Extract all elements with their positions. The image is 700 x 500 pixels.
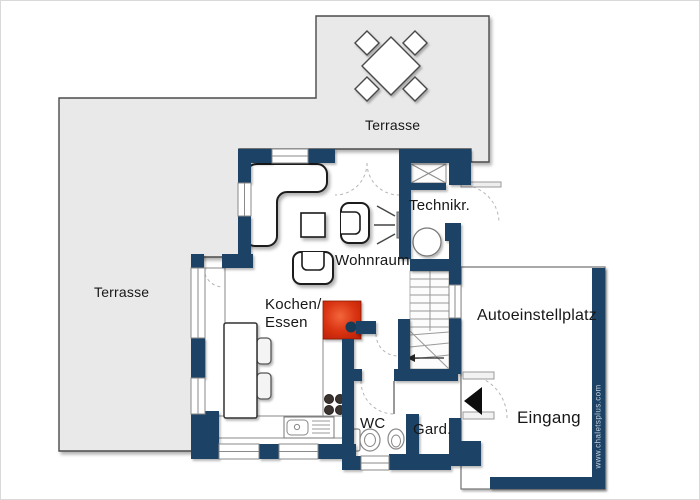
stairs-icon bbox=[407, 270, 450, 370]
website-watermark: www.chaletsplus.com bbox=[593, 384, 603, 469]
wall bbox=[238, 216, 251, 257]
wall bbox=[399, 163, 411, 259]
wc-door-arc bbox=[360, 380, 395, 415]
coffee-table-icon bbox=[300, 212, 326, 238]
wall bbox=[449, 318, 461, 374]
wall bbox=[411, 183, 446, 190]
wall bbox=[399, 149, 471, 163]
armchair-icon bbox=[340, 202, 370, 244]
patio-chair-icon bbox=[401, 75, 429, 103]
entry-door bbox=[462, 371, 495, 420]
wall bbox=[406, 414, 419, 458]
living-room-label: Wohnraum bbox=[335, 252, 410, 269]
wall bbox=[191, 338, 205, 378]
entry-door-leaf-icon bbox=[464, 387, 482, 415]
terrace-door-arc bbox=[366, 162, 400, 196]
dining-chair-icon bbox=[256, 337, 272, 365]
patio-chair-icon bbox=[401, 29, 429, 57]
dining-table-icon bbox=[223, 322, 258, 419]
wall bbox=[191, 411, 219, 459]
wall bbox=[398, 319, 410, 381]
wall bbox=[449, 163, 471, 185]
window bbox=[278, 443, 319, 460]
wall bbox=[342, 456, 361, 470]
hall-door-arc bbox=[375, 333, 399, 357]
wall bbox=[449, 418, 461, 446]
window bbox=[190, 377, 206, 415]
dining-chair-icon bbox=[256, 372, 272, 400]
wall bbox=[356, 321, 376, 334]
wardrobe-label: Gard. bbox=[413, 421, 452, 438]
carport-wall-right bbox=[592, 268, 605, 488]
hvac-unit-icon bbox=[410, 163, 447, 184]
wall bbox=[410, 259, 458, 271]
washbasin-icon bbox=[387, 428, 405, 450]
wall bbox=[308, 149, 335, 163]
wall bbox=[342, 369, 362, 381]
wc-label: WC bbox=[360, 415, 386, 432]
wall bbox=[449, 441, 481, 466]
wall bbox=[445, 223, 461, 241]
stove-icon bbox=[322, 300, 362, 340]
flue-icon bbox=[345, 321, 357, 333]
boiler-icon bbox=[412, 227, 442, 257]
wall bbox=[342, 339, 354, 456]
window bbox=[448, 284, 462, 319]
sink-icon bbox=[283, 416, 335, 439]
window bbox=[360, 455, 390, 471]
kitchen-label-line1: Kochen/ bbox=[265, 296, 322, 313]
kitchen-label-line2: Essen bbox=[265, 314, 308, 331]
entrance-label: Eingang bbox=[517, 408, 581, 427]
carport-label: Autoeinstellplatz bbox=[477, 307, 597, 324]
terrace-top-label: Terrasse bbox=[365, 117, 421, 133]
kitchen-counter bbox=[204, 267, 226, 417]
wall bbox=[238, 163, 251, 183]
terrace-left-label: Terrasse bbox=[94, 284, 150, 300]
window bbox=[237, 182, 252, 217]
loveseat-icon bbox=[292, 251, 334, 285]
wall bbox=[191, 254, 204, 268]
technical-room-label: Technikr. bbox=[409, 197, 470, 214]
patio-chair-icon bbox=[353, 29, 381, 57]
terrace-door-arc bbox=[334, 162, 368, 196]
wall bbox=[259, 444, 279, 459]
window bbox=[271, 148, 309, 164]
toilet-icon bbox=[352, 428, 381, 452]
kitchen-counter bbox=[322, 338, 344, 417]
window bbox=[218, 443, 260, 460]
wall bbox=[394, 369, 410, 381]
patio-table-icon bbox=[361, 36, 421, 96]
patio-chair-icon bbox=[353, 75, 381, 103]
wall bbox=[389, 454, 451, 470]
wall bbox=[222, 254, 253, 268]
wall bbox=[410, 369, 458, 381]
wall bbox=[238, 149, 272, 163]
carport-wall-bottom bbox=[490, 477, 605, 489]
window bbox=[190, 267, 206, 339]
